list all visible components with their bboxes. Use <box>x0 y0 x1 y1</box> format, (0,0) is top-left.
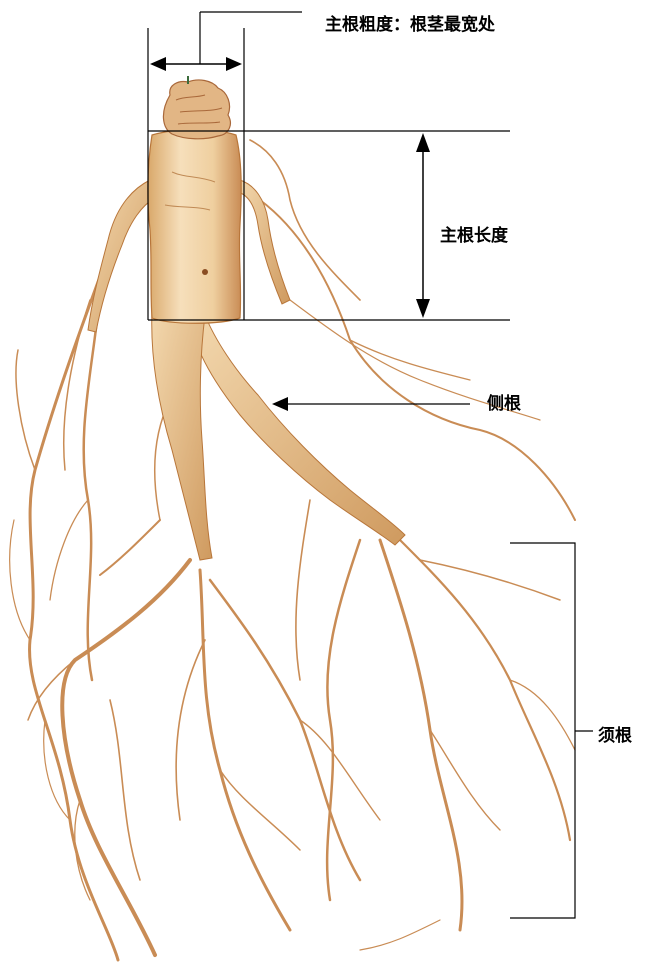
fibrous-root-label: 须根 <box>598 721 632 746</box>
thickness-arrowhead-left <box>150 57 166 71</box>
lateral-arrowhead <box>272 397 288 411</box>
right-arm-root <box>238 180 290 304</box>
main-root-length-label: 主根长度 <box>440 221 508 246</box>
fibrous-roots <box>10 140 575 960</box>
lateral-root-label: 侧根 <box>487 389 521 414</box>
main-root-thickness-label: 主根粗度：根茎最宽处 <box>325 10 495 35</box>
main-root-body <box>148 130 241 324</box>
root-spot <box>202 269 208 275</box>
left-arm-root <box>88 180 155 332</box>
lateral-root-body <box>192 315 405 545</box>
fibrous-bracket <box>510 543 575 918</box>
length-arrowhead-bottom <box>416 299 430 318</box>
rhizome-head <box>163 80 230 139</box>
length-arrowhead-top <box>416 133 430 152</box>
thickness-arrowhead-right <box>226 57 242 71</box>
